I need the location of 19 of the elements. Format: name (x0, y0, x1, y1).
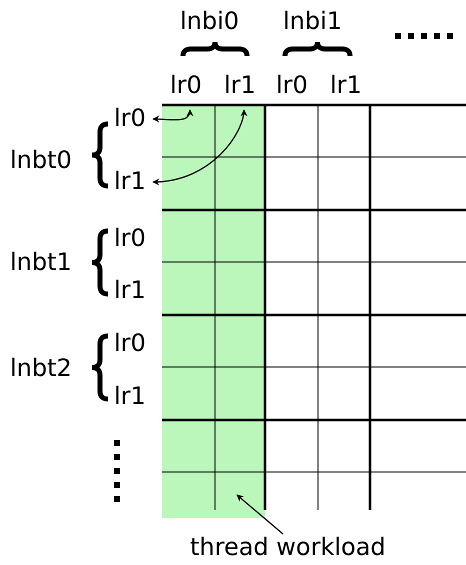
text-label: thread workload (190, 534, 422, 562)
row-group-label: lnbt1 (10, 249, 72, 275)
column-label: lr1 (330, 72, 362, 98)
arrow (152, 109, 247, 186)
column-group-label: lnbi0 (180, 8, 240, 34)
row-label: lr1 (114, 277, 146, 303)
text-label: lr0 (170, 72, 206, 110)
row-label: lr1 (114, 383, 146, 409)
arrow (236, 494, 284, 534)
column-label: lr0 (276, 72, 308, 98)
arrow (152, 109, 193, 123)
text-label: lr1 (114, 168, 152, 196)
row-group-label: lnbt2 (10, 355, 72, 381)
text-label: lr1 (224, 72, 260, 110)
row-group-label: lnbt0 (10, 147, 72, 173)
row-label: lr0 (114, 330, 146, 356)
row-label: lr0 (114, 225, 146, 251)
text-label: lr0 (114, 105, 152, 133)
column-group-label: lnbi1 (283, 8, 342, 34)
